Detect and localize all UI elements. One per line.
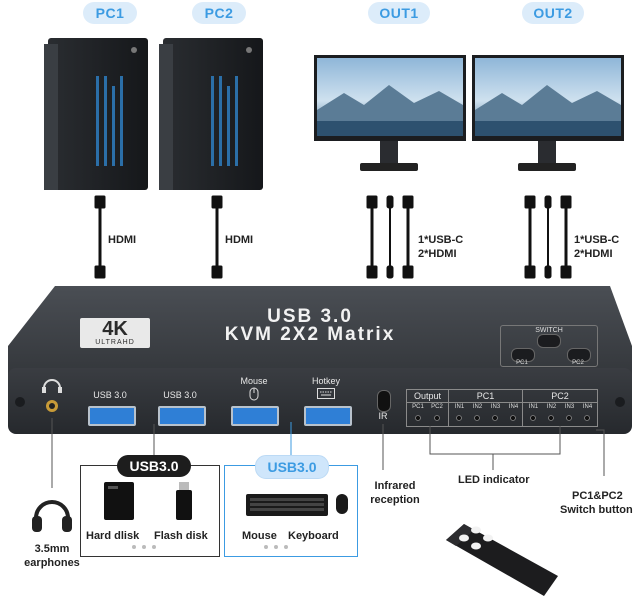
keyboard-icon bbox=[317, 388, 335, 399]
out1-cable-line2: 2*HDMI bbox=[418, 248, 457, 260]
switch-button-pc1[interactable] bbox=[511, 348, 535, 362]
ir-callout-line1: Infrared bbox=[374, 480, 416, 492]
hard-disk-icon bbox=[104, 482, 134, 520]
output-label: Output bbox=[413, 391, 442, 401]
pc2-in3-text: IN3 bbox=[564, 404, 575, 410]
ir-label: IR bbox=[378, 411, 388, 421]
switch-pc2-text: PC2 bbox=[572, 360, 584, 366]
callout-lines bbox=[51, 418, 605, 488]
output-pc2-text: PC2 bbox=[431, 404, 443, 410]
pc1-in4-text: IN4 bbox=[508, 404, 519, 410]
usb-port-mouse[interactable] bbox=[231, 406, 279, 426]
mouse-icon bbox=[249, 387, 259, 401]
port-mouse-label: Mouse bbox=[240, 376, 268, 386]
pc2-in2-text: IN2 bbox=[546, 404, 557, 410]
switch-label: SWITCH bbox=[535, 327, 563, 334]
keyboard-mouse-icon bbox=[246, 494, 348, 516]
ir-window bbox=[377, 390, 391, 412]
4k-badge-main: 4K bbox=[102, 318, 128, 340]
ir-callout-line2: reception bbox=[370, 494, 420, 506]
switch-button-top[interactable] bbox=[537, 334, 561, 348]
port-hotkey-label: Hotkey bbox=[311, 376, 340, 386]
usb-box-dots bbox=[132, 545, 156, 549]
out1-cable-line1: 1*USB-C bbox=[418, 234, 464, 246]
headphone-jack-icon bbox=[42, 379, 62, 412]
out1-label: OUT1 bbox=[368, 2, 430, 24]
monitor-out2-icon bbox=[472, 55, 624, 171]
hdmi-pc1-label: HDMI bbox=[108, 234, 137, 246]
pc1-label: PC1 bbox=[83, 2, 137, 24]
led-dots bbox=[415, 415, 590, 421]
usb-port-1[interactable] bbox=[88, 406, 136, 426]
switch-panel: SWITCH PC1 PC2 bbox=[500, 325, 598, 367]
flash-disk-icon bbox=[176, 482, 192, 520]
pc2-in1-text: IN1 bbox=[528, 404, 539, 410]
monitor-out1-icon bbox=[314, 55, 466, 171]
switch-callout-line1: PC1&PC2 bbox=[572, 490, 623, 502]
hdmi-pc2-label: HDMI bbox=[225, 234, 254, 246]
earphones-icon bbox=[32, 500, 72, 532]
usb-port-2[interactable] bbox=[158, 406, 206, 426]
switch-pc1-text: PC1 bbox=[516, 360, 528, 366]
pc2-label: PC2 bbox=[192, 2, 246, 24]
pc1-in1-text: IN1 bbox=[454, 404, 465, 410]
earphones-line1: 3.5mm bbox=[34, 543, 70, 555]
out2-cable-line1: 1*USB-C bbox=[574, 234, 620, 246]
led-group-pc2: PC2 bbox=[551, 391, 569, 401]
pc1-tower-image bbox=[44, 38, 148, 190]
hid-box-item1: Mouse bbox=[242, 530, 277, 542]
hid-box-tag: USB3.0 bbox=[255, 455, 329, 479]
port-usb2-label: USB 3.0 bbox=[163, 390, 197, 400]
led-group-pc1: PC1 bbox=[476, 391, 495, 401]
pc1-in3-text: IN3 bbox=[490, 404, 501, 410]
switch-button-pc2[interactable] bbox=[567, 348, 591, 362]
usb-box-tag: USB3.0 bbox=[117, 455, 191, 477]
device-title-line1: USB 3.0 bbox=[267, 306, 353, 327]
4k-badge-sub: ULTRAHD bbox=[95, 339, 135, 346]
cables-image bbox=[94, 195, 572, 279]
device-title-line2: KVM 2X2 Matrix bbox=[224, 324, 396, 345]
output-pc1-text: PC1 bbox=[412, 404, 424, 410]
remote-control-icon bbox=[446, 524, 558, 596]
pc2-tower-image bbox=[159, 38, 263, 190]
out2-label: OUT2 bbox=[522, 2, 584, 24]
hid-box-dots bbox=[264, 545, 288, 549]
pc1-in2-text: IN2 bbox=[472, 404, 483, 410]
out2-cable-line2: 2*HDMI bbox=[574, 248, 613, 260]
usb-port-hotkey[interactable] bbox=[304, 406, 352, 426]
monitors-image bbox=[314, 55, 624, 171]
pc2-in4-text: IN4 bbox=[582, 404, 593, 410]
usb-box-item2: Flash disk bbox=[154, 530, 208, 542]
4k-badge: 4K ULTRAHD bbox=[80, 318, 150, 348]
usb-box-item1: Hard dlisk bbox=[86, 530, 140, 542]
switch-callout-line2: Switch button bbox=[560, 504, 633, 516]
hid-box-item2: Keyboard bbox=[288, 530, 339, 542]
led-panel: Output PC1 PC2 PC1 PC2 IN1 IN2 IN3 IN4 I… bbox=[406, 389, 598, 427]
port-usb1-label: USB 3.0 bbox=[93, 390, 127, 400]
led-callout: LED indicator bbox=[458, 474, 530, 486]
earphones-line2: earphones bbox=[24, 557, 80, 569]
